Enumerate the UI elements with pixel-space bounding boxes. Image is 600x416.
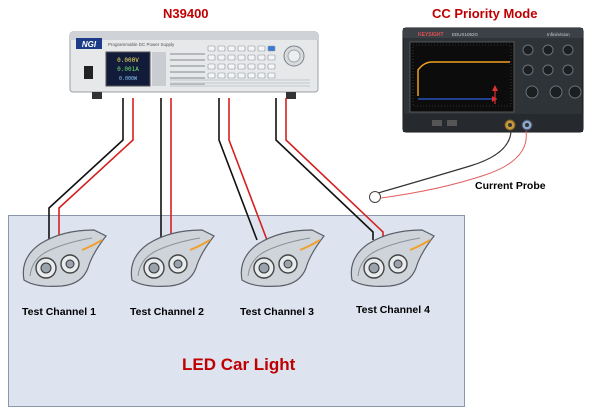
black-lead <box>218 98 258 241</box>
keypad-key[interactable] <box>257 54 266 61</box>
display-power: 0.000W <box>119 76 138 82</box>
arrow-up-icon <box>492 85 498 91</box>
keypad-key[interactable] <box>237 72 246 79</box>
headlights <box>22 229 435 287</box>
keypad-key[interactable] <box>227 63 236 70</box>
keypad-key[interactable] <box>247 72 256 79</box>
scope-controls <box>522 44 582 99</box>
scope-knob[interactable] <box>562 64 574 76</box>
scope-knob[interactable] <box>549 85 563 99</box>
model-text: Programmable DC Power Supply <box>108 42 175 47</box>
oscilloscope-device: KEYSIGHT EDUX1052G InfiniiVision <box>402 27 584 133</box>
keypad <box>170 45 310 87</box>
power-supply-title: N39400 <box>163 6 209 21</box>
keypad-key[interactable] <box>227 72 236 79</box>
scope-brand: KEYSIGHT <box>418 32 444 38</box>
keypad-key[interactable] <box>247 63 256 70</box>
vent-grille <box>170 53 205 85</box>
keypad-key[interactable] <box>207 72 216 79</box>
keypad-key[interactable] <box>237 63 246 70</box>
oscilloscope-title: CC Priority Mode <box>432 6 538 21</box>
red-lead <box>228 98 268 241</box>
scope-knob[interactable] <box>525 85 539 99</box>
power-supply-device: NGI Programmable DC Power Supply 0.000V … <box>69 31 319 99</box>
keypad-key[interactable] <box>257 72 266 79</box>
display-voltage: 0.000V <box>117 57 139 64</box>
probe-clamp-icon <box>369 191 381 203</box>
brand-logo <box>76 38 102 49</box>
brand-logo-text: NGI <box>82 40 97 49</box>
keypad-key[interactable] <box>217 63 226 70</box>
power-switch[interactable] <box>84 66 93 79</box>
scope-knob[interactable] <box>522 64 534 76</box>
keypad-key[interactable] <box>267 72 276 79</box>
keypad-key[interactable] <box>227 45 236 52</box>
scope-knob[interactable] <box>542 44 554 56</box>
scope-screen <box>409 41 515 113</box>
headlight <box>350 229 435 287</box>
keypad-key[interactable] <box>207 54 216 61</box>
keypad-key[interactable] <box>247 54 256 61</box>
scope-series: InfiniiVision <box>547 32 570 37</box>
current-probe-label: Current Probe <box>475 180 546 192</box>
black-lead <box>48 98 124 240</box>
scope-knob[interactable] <box>542 64 554 76</box>
scope-model: EDUX1052G <box>452 32 479 37</box>
black-lead <box>275 98 374 240</box>
device-foot-left <box>92 92 102 99</box>
red-lead <box>58 98 134 240</box>
channel-2-label: Test Channel 2 <box>130 306 204 318</box>
device-under-test-title: LED Car Light <box>182 355 296 374</box>
keypad-key[interactable] <box>207 45 216 52</box>
scope-knob[interactable] <box>562 44 574 56</box>
keypad-key[interactable] <box>247 45 256 52</box>
keypad-key[interactable] <box>237 45 246 52</box>
keypad-key[interactable] <box>257 45 266 52</box>
keypad-key[interactable] <box>267 45 276 52</box>
keypad-key[interactable] <box>257 63 266 70</box>
keypad-key[interactable] <box>267 54 276 61</box>
scope-knob[interactable] <box>522 44 534 56</box>
keypad-key[interactable] <box>237 54 246 61</box>
red-lead <box>285 98 384 240</box>
headlight <box>22 229 107 287</box>
waveform-current-trace <box>417 61 510 96</box>
device-foot-right <box>286 92 296 99</box>
keypad-key[interactable] <box>267 63 276 70</box>
channel-3-label: Test Channel 3 <box>240 306 314 318</box>
keypad-key[interactable] <box>217 54 226 61</box>
scope-knob[interactable] <box>568 85 582 99</box>
keypad-key[interactable] <box>207 63 216 70</box>
channel-1-label: Test Channel 1 <box>22 306 96 318</box>
display-screen <box>105 51 151 87</box>
keypad-key[interactable] <box>227 54 236 61</box>
channel-4-label: Test Channel 4 <box>356 304 430 316</box>
headlight <box>130 229 215 287</box>
display-current: 0.001A <box>117 66 139 73</box>
headlight <box>240 229 325 287</box>
test-wires <box>48 98 384 241</box>
current-probe <box>369 130 527 203</box>
keypad-key[interactable] <box>217 72 226 79</box>
keypad-key[interactable] <box>217 45 226 52</box>
